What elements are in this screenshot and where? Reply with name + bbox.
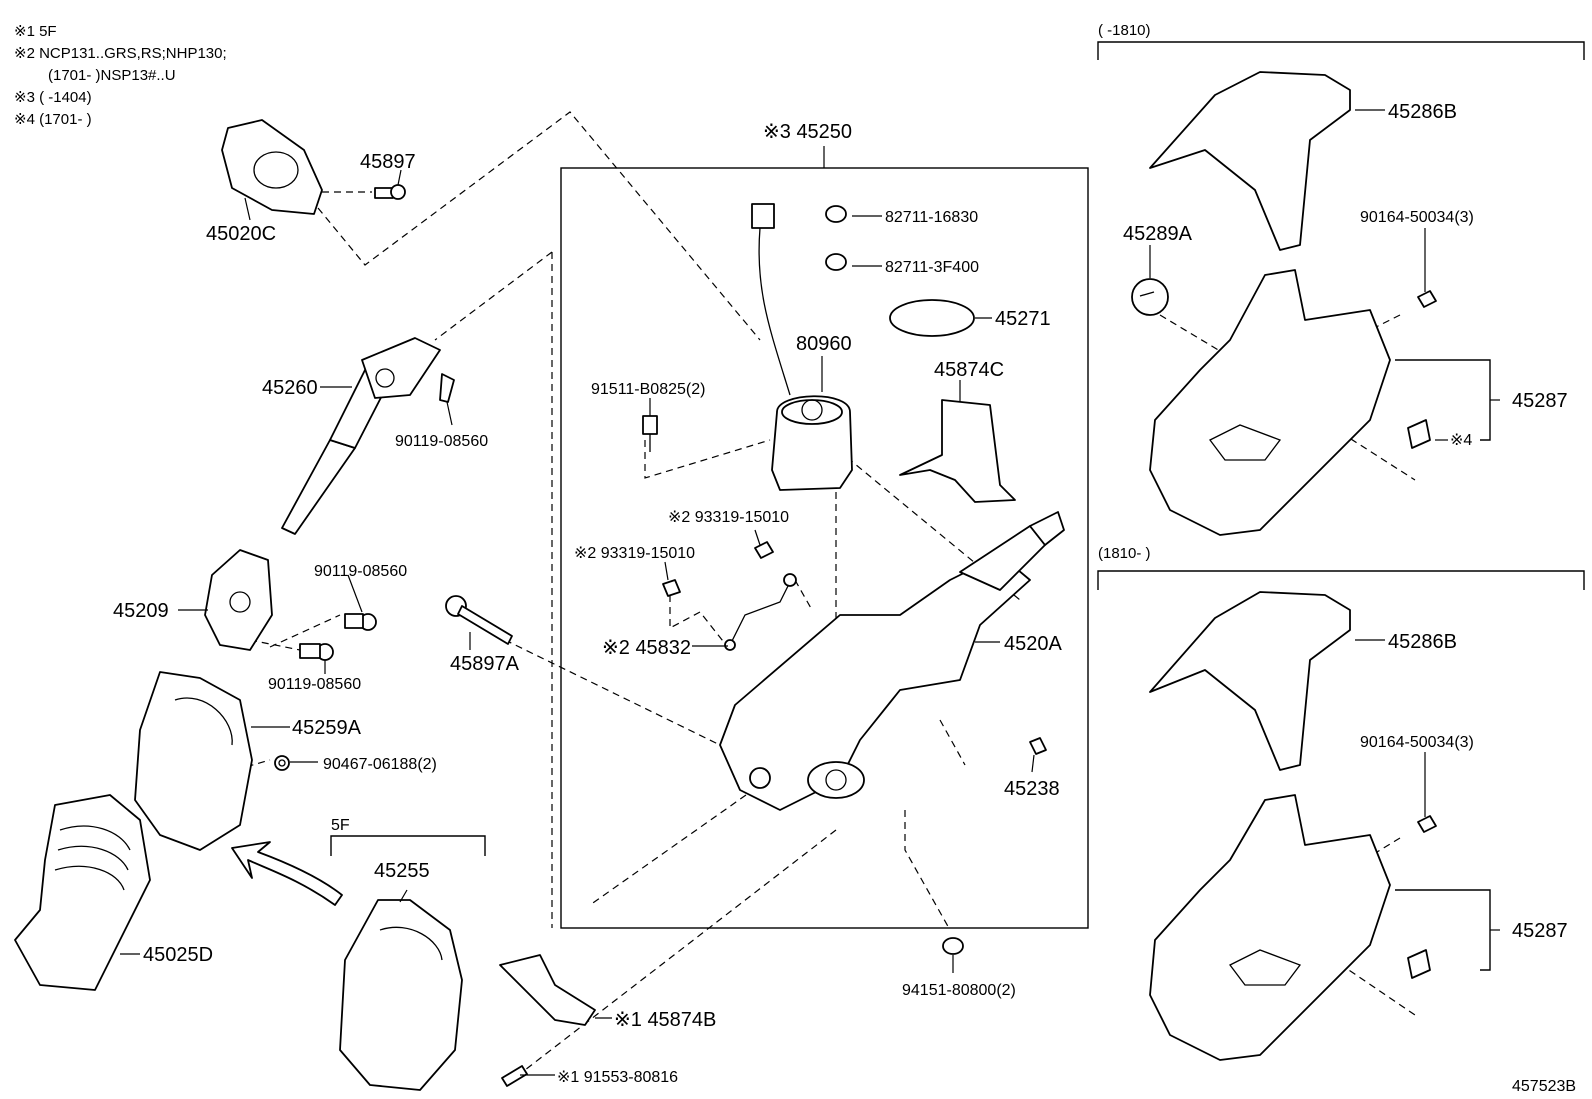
bolt-91511-shape <box>642 415 658 435</box>
label-4520A: 4520A <box>1004 633 1062 655</box>
range-label-lower: (1810- ) <box>1098 545 1151 562</box>
label-45271: 45271 <box>995 308 1051 330</box>
bolt-93319-upper-shape <box>754 541 774 559</box>
part-shapes <box>14 71 1500 1091</box>
label-45255: 45255 <box>374 860 430 882</box>
diagram-id: 457523B <box>1512 1078 1576 1095</box>
label-45874C: 45874C <box>934 359 1004 381</box>
label-93319-15010-a: ※2 93319-15010 <box>668 509 789 526</box>
cover-45286B-upper-shape <box>1149 71 1351 251</box>
label-45874B: ※1 45874B <box>614 1009 716 1031</box>
label-82711-16830: 82711-16830 <box>885 209 978 226</box>
label-5F: 5F <box>331 817 350 834</box>
label-plate-lower <box>1407 949 1431 979</box>
cover-45286B-lower-shape <box>1149 591 1351 771</box>
label-45259A: 45259A <box>292 717 362 739</box>
label-91553-80816: ※1 91553-80816 <box>557 1069 678 1086</box>
label-45025D: 45025D <box>143 944 213 966</box>
label-90119-08560-c: 90119-08560 <box>268 676 361 693</box>
label-45020C: 45020C <box>206 223 276 245</box>
band-45271-shape <box>889 299 975 337</box>
nut-94151-shape <box>942 937 964 955</box>
range-frame-upper: ( -1810) <box>1097 22 1585 60</box>
range-frame-lower: (1810- ) <box>1097 545 1585 590</box>
clip-82711-3F400-shape <box>825 253 847 271</box>
label-45287-upper: 45287 <box>1512 390 1568 412</box>
label-45286B-lower: 45286B <box>1388 631 1457 653</box>
boot-45025D-shape <box>14 794 151 991</box>
bracket-5F <box>330 835 486 856</box>
label-90164-50034-upper: 90164-50034(3) <box>1360 209 1474 226</box>
label-45250: ※3 45250 <box>763 121 852 143</box>
clip-45238-shape <box>1029 737 1047 755</box>
label-90467-06188: 90467-06188(2) <box>323 756 437 773</box>
label-90119-08560-a: 90119-08560 <box>395 433 488 450</box>
label-80960: 80960 <box>796 333 852 355</box>
note-2-cont: (1701- )NSP13#..U <box>48 67 176 84</box>
label-45832: ※2 45832 <box>602 637 691 659</box>
assembly-box <box>560 146 1089 929</box>
label-45897: 45897 <box>360 151 416 173</box>
label-91511-B0825: 91511-B0825(2) <box>591 381 705 398</box>
arrow-5F-shape <box>231 841 343 906</box>
label-plate-upper <box>1407 419 1431 449</box>
bracket-45874C-shape <box>899 399 1016 503</box>
joint-45209-shape <box>204 549 273 651</box>
wire-45832-shape <box>729 581 791 646</box>
label-45287-lower: 45287 <box>1512 920 1568 942</box>
dashed-connectors <box>234 111 1416 1071</box>
bracket-45874B-shape <box>499 954 596 1026</box>
label-45286B-upper: 45286B <box>1388 101 1457 123</box>
cap-45289A-shape <box>1131 278 1169 316</box>
clip-82711-16830-shape <box>825 205 847 223</box>
label-note4: ※4 <box>1450 432 1472 449</box>
bracket-45020C-shape <box>221 119 323 215</box>
cover-45255-shape <box>339 899 463 1091</box>
bolt-93319-lower-shape <box>662 579 681 597</box>
note-3: ※3 ( -1404) <box>14 89 92 106</box>
label-45260: 45260 <box>262 377 318 399</box>
note-4: ※4 (1701- ) <box>14 111 92 128</box>
label-45897A: 45897A <box>450 653 520 675</box>
label-45289A: 45289A <box>1123 223 1193 245</box>
screw-90164-lower-shape <box>1417 815 1437 833</box>
note-1: ※1 5F <box>14 23 57 40</box>
label-94151-80800: 94151-80800(2) <box>902 982 1016 999</box>
leader-lines <box>120 109 1448 1076</box>
range-label-upper: ( -1810) <box>1098 22 1151 39</box>
label-90119-08560-b: 90119-08560 <box>314 563 407 580</box>
label-45238: 45238 <box>1004 778 1060 800</box>
part-labels: 45897 45020C 45260 90119-08560 45209 901… <box>113 101 1576 1095</box>
label-82711-3F400: 82711-3F400 <box>885 259 979 276</box>
shaft-45260-shape <box>281 439 356 535</box>
column-4520A-shape <box>719 554 1031 811</box>
screw-90164-upper-shape <box>1417 290 1437 308</box>
note-2: ※2 NCP131..GRS,RS;NHP130; <box>14 45 227 62</box>
label-93319-15010-b: ※2 93319-15010 <box>574 545 695 562</box>
label-45209: 45209 <box>113 600 169 622</box>
notes-block: ※1 5F ※2 NCP131..GRS,RS;NHP130; (1701- )… <box>14 23 227 128</box>
cover-45287-lower-shape <box>1149 794 1391 1061</box>
label-90164-50034-lower: 90164-50034(3) <box>1360 734 1474 751</box>
cover-45287-upper-shape <box>1149 269 1391 536</box>
